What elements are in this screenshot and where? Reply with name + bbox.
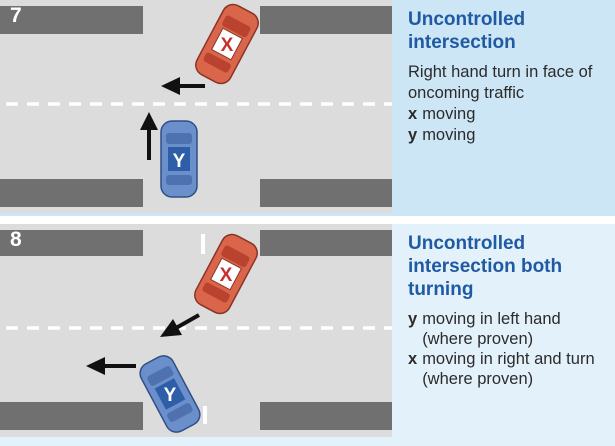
curb-top-left — [0, 230, 143, 256]
car-x — [195, 3, 259, 85]
item-key: y — [408, 310, 418, 328]
diagram-number: 8 — [10, 228, 22, 251]
item-text: moving — [422, 105, 476, 123]
item-text: moving in left hand (where proven) — [422, 310, 561, 348]
curb-bottom-right — [260, 179, 392, 207]
item-y: y moving in left hand (where proven) — [408, 309, 608, 349]
curb-bottom-right — [260, 402, 392, 430]
curb-top-right — [260, 6, 392, 34]
curb-bottom-left — [0, 179, 143, 207]
panel-description: Right hand turn in face of oncoming traf… — [408, 63, 593, 102]
car-y-label: Y — [173, 151, 186, 172]
item-text: moving — [422, 126, 476, 144]
diagram-panel-7: X Y 7 Uncontrolled intersection Right ha… — [0, 0, 615, 216]
item-key: x — [408, 350, 418, 368]
item-x: x moving in right and turn (where proven… — [408, 349, 608, 389]
arrow-left-icon — [161, 77, 205, 95]
panel-title: Uncontrolled intersection both turning — [408, 233, 563, 300]
panel-7-text: Uncontrolled intersection Right hand tur… — [408, 8, 608, 146]
item-x: x moving — [408, 104, 608, 125]
panel-title: Uncontrolled intersection — [408, 9, 526, 53]
arrow-left-icon — [86, 357, 136, 375]
panel-8-text: Uncontrolled intersection both turning y… — [408, 232, 608, 389]
diagram-number: 7 — [10, 4, 22, 27]
item-y: y moving — [408, 125, 608, 146]
arrow-diagonal-icon — [160, 313, 200, 337]
curb-top-right — [260, 230, 392, 256]
intersection-scene-7: X Y — [0, 0, 392, 213]
car-x-label: X — [220, 265, 233, 286]
arrow-up-icon — [140, 112, 158, 160]
item-text: moving in right and turn (where proven) — [422, 350, 595, 388]
item-key: y — [408, 126, 418, 144]
intersection-scene-8: X Y — [0, 224, 392, 437]
car-x-label: X — [221, 35, 234, 56]
curb-top-left — [0, 6, 143, 34]
diagram-panel-8: X Y 8 Uncontrolled intersection both tur… — [0, 224, 615, 446]
road-surface — [0, 224, 392, 437]
curb-bottom-left — [0, 402, 143, 430]
car-y — [160, 120, 198, 198]
car-x — [194, 233, 258, 315]
car-y — [139, 355, 201, 433]
car-y-label: Y — [164, 385, 177, 406]
item-key: x — [408, 105, 418, 123]
